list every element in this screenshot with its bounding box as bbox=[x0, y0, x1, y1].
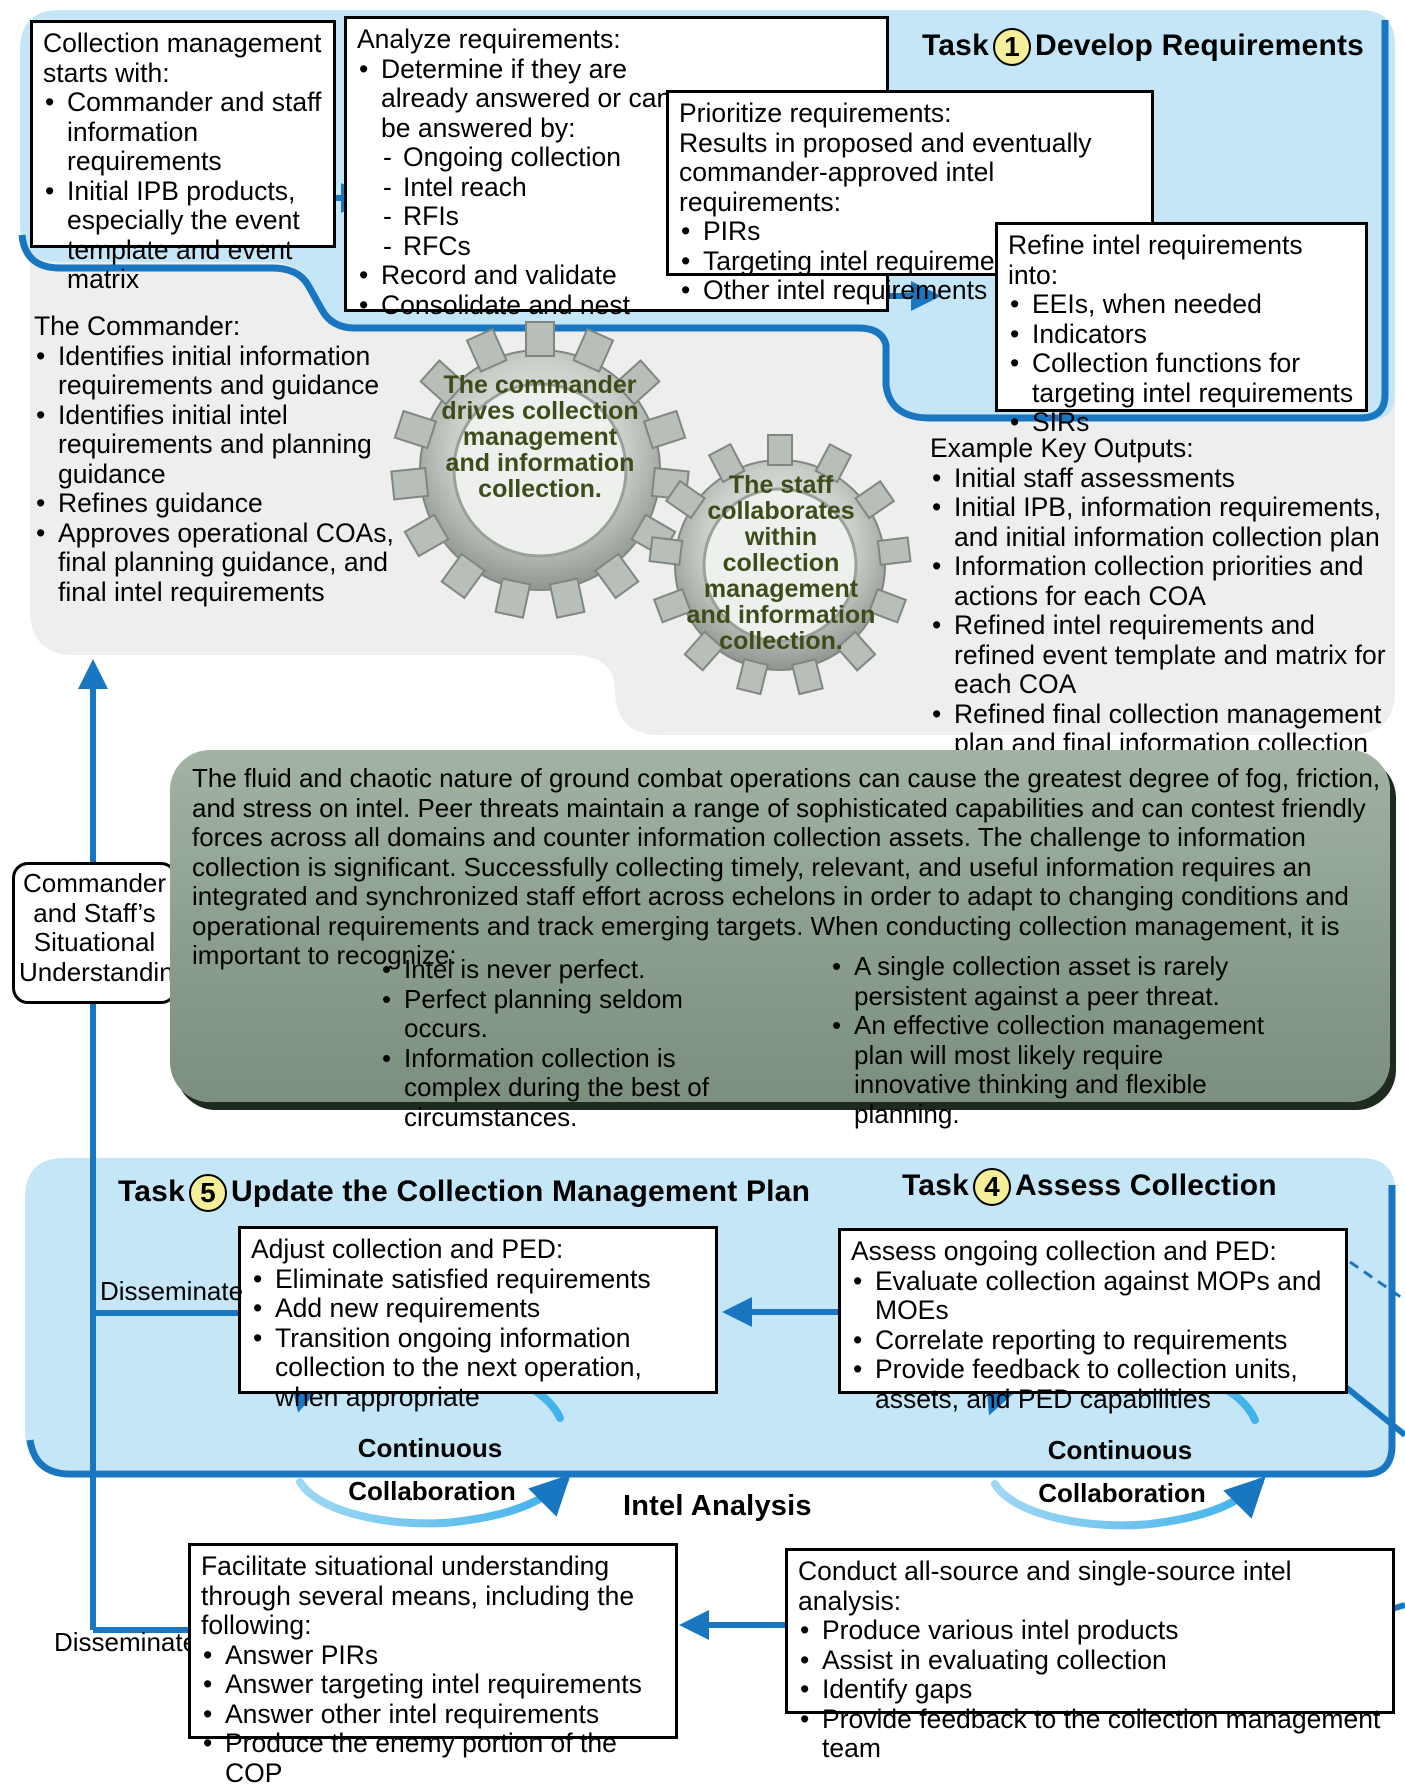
list-item: Information collection is complex during… bbox=[380, 1043, 760, 1133]
list-item: Ongoing collection bbox=[357, 142, 876, 173]
list-item: Provide feedback to collection units, as… bbox=[851, 1354, 1335, 1414]
start-box: Collection management starts with: Comma… bbox=[30, 20, 336, 294]
task5-box: Adjust collection and PED: Eliminate sat… bbox=[238, 1226, 718, 1411]
list-item: Approves operational COAs, final plannin… bbox=[34, 518, 424, 608]
list-item: Intel is never perfect. bbox=[380, 954, 760, 985]
task45-edge bbox=[26, 1185, 1396, 1478]
task1-number-badge: 1 bbox=[992, 28, 1031, 66]
list-item: SIRs bbox=[1008, 407, 1355, 438]
commander-heading: The Commander: bbox=[34, 311, 241, 341]
task4-heading: Assess ongoing collection and PED: bbox=[851, 1236, 1277, 1266]
list-item: Provide feedback to the collection manag… bbox=[798, 1704, 1382, 1764]
facilitate-heading: Facilitate situational understanding thr… bbox=[201, 1551, 635, 1640]
list-item: A single collection asset is rarely pers… bbox=[830, 951, 1270, 1011]
list-item: Identify gaps bbox=[798, 1674, 1382, 1705]
list-item: RFIs bbox=[357, 201, 876, 232]
conduct-heading: Conduct all-source and single-source int… bbox=[798, 1556, 1292, 1616]
gear-commander-label: The commander drives collection manageme… bbox=[441, 371, 639, 503]
list-item: Produce various intel products bbox=[798, 1615, 1382, 1646]
list-item: Eliminate satisfied requirements bbox=[251, 1264, 705, 1295]
analyze-heading: Analyze requirements: bbox=[357, 24, 621, 54]
list-item: Initial IPB, information requirements, a… bbox=[930, 492, 1400, 552]
list-item: Collection functions for targeting intel… bbox=[1008, 348, 1355, 408]
cycle5-continuous-label: Continuous bbox=[357, 1433, 503, 1463]
list-item: Commander and staff information requirem… bbox=[43, 87, 323, 177]
list-item: Information collection priorities and ac… bbox=[930, 551, 1400, 611]
start-heading: Collection management starts with: bbox=[43, 28, 322, 88]
list-item: Add new requirements bbox=[251, 1293, 705, 1324]
refine-box: Refine intel requirements into: EEIs, wh… bbox=[995, 222, 1368, 437]
list-item: Identifies initial intel requirements an… bbox=[34, 400, 424, 490]
gear-staff bbox=[648, 434, 912, 696]
disseminate-label-upper: Disseminate bbox=[100, 1276, 244, 1306]
list-item: Refined intel requirements and refined e… bbox=[930, 610, 1400, 700]
cycle5-collaboration-label: Collaboration bbox=[348, 1476, 516, 1506]
conduct-box: Conduct all-source and single-source int… bbox=[785, 1548, 1395, 1763]
task5-number-badge: 5 bbox=[188, 1174, 227, 1212]
situational-understanding-box: Commander and Staff’s Situational Unders… bbox=[12, 862, 188, 1004]
list-item: Answer targeting intel requirements bbox=[201, 1669, 665, 1700]
list-item: EEIs, when needed bbox=[1008, 289, 1355, 320]
list-item: Produce the enemy portion of the COP bbox=[201, 1728, 665, 1788]
list-item: Answer PIRs bbox=[201, 1640, 665, 1671]
list-item: RFCs bbox=[357, 231, 876, 262]
challenge-panel: The fluid and chaotic nature of ground c… bbox=[170, 750, 1390, 1131]
list-item: Record and validate bbox=[357, 260, 876, 291]
list-item: Correlate reporting to requirements bbox=[851, 1325, 1335, 1356]
refine-heading: Refine intel requirements into: bbox=[1008, 230, 1303, 290]
list-item: Assist in evaluating collection bbox=[798, 1645, 1382, 1676]
commander-block: The Commander: Identifies initial inform… bbox=[34, 311, 424, 608]
list-item: Perfect planning seldom occurs. bbox=[380, 984, 760, 1044]
list-item: Consolidate and nest bbox=[357, 290, 876, 321]
list-item: Identifies initial information requireme… bbox=[34, 341, 424, 401]
disseminate-label-lower: Disseminate bbox=[54, 1627, 198, 1657]
prioritize-text: Results in proposed and eventually comma… bbox=[679, 127, 1092, 217]
list-item: Initial staff assessments bbox=[930, 463, 1400, 494]
intel-analysis-title: Intel Analysis bbox=[623, 1490, 812, 1522]
gear-staff-label: The staff collaborates within collection… bbox=[686, 471, 876, 655]
list-item: Targeting intel requirements bbox=[679, 246, 1141, 277]
list-item: Evaluate collection against MOPs and MOE… bbox=[851, 1266, 1335, 1326]
prioritize-heading: Prioritize requirements: bbox=[679, 98, 952, 128]
outputs-heading: Example Key Outputs: bbox=[930, 433, 1194, 463]
task5-heading: Adjust collection and PED: bbox=[251, 1234, 564, 1264]
list-item: Other intel requirements bbox=[679, 275, 1141, 306]
list-item: Intel reach bbox=[357, 172, 876, 203]
challenge-right-list: A single collection asset is rarely pers… bbox=[830, 951, 1270, 1129]
list-item: Refines guidance bbox=[34, 488, 424, 519]
list-item: Transition ongoing information collectio… bbox=[251, 1323, 705, 1413]
task4-number-badge: 4 bbox=[972, 1168, 1011, 1206]
list-item: PIRs bbox=[679, 216, 1141, 247]
outputs-block: Example Key Outputs: Initial staff asses… bbox=[930, 433, 1400, 788]
list-item: Answer other intel requirements bbox=[201, 1699, 665, 1730]
task4-box: Assess ongoing collection and PED: Evalu… bbox=[838, 1228, 1348, 1413]
list-item: Initial IPB products, especially the eve… bbox=[43, 176, 323, 295]
list-item: Indicators bbox=[1008, 319, 1355, 350]
cycle4-collaboration-label: Collaboration bbox=[1038, 1478, 1206, 1508]
challenge-left-list: Intel is never perfect. Perfect planning… bbox=[380, 954, 760, 1133]
facilitate-box: Facilitate situational understanding thr… bbox=[188, 1543, 678, 1787]
list-item: Determine if they are already answered o… bbox=[357, 54, 681, 144]
cycle4-continuous-label: Continuous bbox=[1047, 1435, 1193, 1465]
gear-commander bbox=[390, 321, 690, 619]
list-item: An effective collection management plan … bbox=[830, 1010, 1270, 1129]
challenge-paragraph: The fluid and chaotic nature of ground c… bbox=[192, 763, 1381, 970]
